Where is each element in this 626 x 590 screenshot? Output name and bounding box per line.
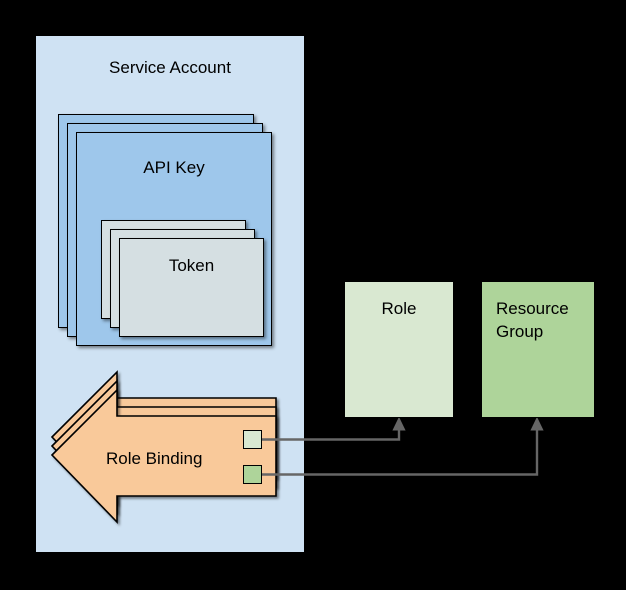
role-port-square[interactable] — [243, 430, 262, 449]
token-card-front[interactable]: Token — [119, 238, 264, 337]
connector-role-arrowhead — [392, 416, 406, 431]
service-account-label: Service Account — [109, 58, 231, 77]
resource-group-box-label-line2: Group — [496, 321, 544, 341]
resource-group-port-square[interactable] — [243, 465, 262, 484]
role-binding-label: Role Binding — [106, 449, 203, 468]
role-box-label: Role — [381, 299, 417, 318]
api-key-label: API Key — [143, 158, 205, 177]
resource-group-box-label-line1: Resource — [496, 299, 569, 318]
role-box[interactable]: Role — [344, 281, 454, 418]
resource-group-box[interactable]: Resource Group — [481, 281, 595, 418]
connector-resource-group-arrowhead — [530, 416, 544, 431]
token-label: Token — [168, 256, 215, 275]
